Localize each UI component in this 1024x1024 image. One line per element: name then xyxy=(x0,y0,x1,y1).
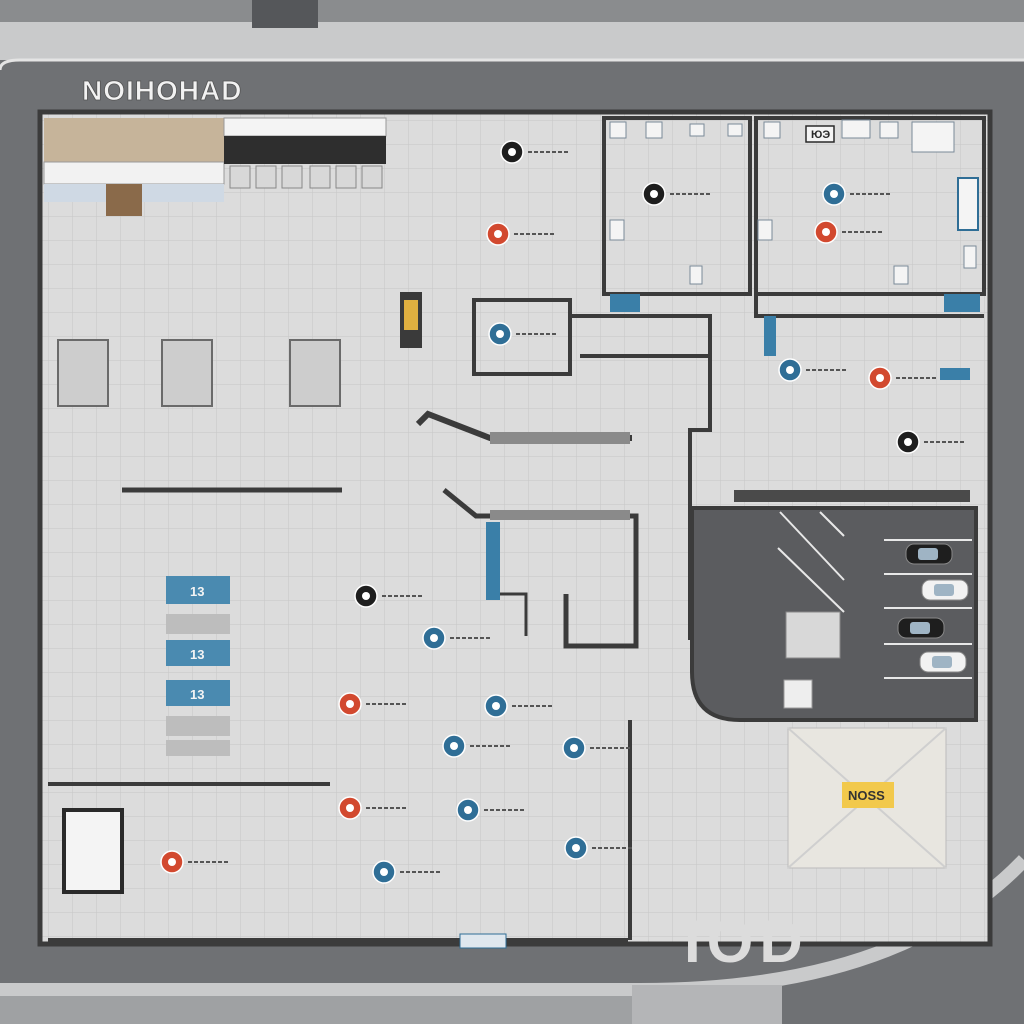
info-icon xyxy=(778,358,846,382)
car-icon xyxy=(905,543,953,565)
exit-icon xyxy=(896,430,964,454)
service-counter xyxy=(223,117,387,137)
front-door[interactable] xyxy=(459,933,507,949)
person-icon xyxy=(354,584,422,608)
fire-icon xyxy=(486,222,554,246)
parking-fence xyxy=(734,490,970,502)
bottom-sidewalk-slab xyxy=(632,985,782,1024)
fire-icon xyxy=(814,220,882,244)
parking-booth xyxy=(785,611,841,659)
car-icon xyxy=(919,651,967,673)
outer-sidewalk xyxy=(0,20,1024,60)
info-icon xyxy=(422,626,490,650)
person-icon xyxy=(500,140,568,164)
info-icon xyxy=(442,734,510,758)
info-icon xyxy=(372,860,440,884)
lobby-box xyxy=(62,808,124,894)
info-icon xyxy=(564,836,632,860)
desk-rows xyxy=(166,576,230,756)
service-counter-dark xyxy=(224,136,386,164)
lot-sign: NOSS xyxy=(848,788,885,803)
counter-cabinet xyxy=(106,184,142,216)
door-badge-box xyxy=(957,177,979,231)
ramp-upper-steps xyxy=(490,432,630,444)
vending-panel xyxy=(404,300,418,330)
room-badge: ЮЭ xyxy=(811,129,830,141)
room-fixtures xyxy=(609,119,977,285)
inner-corner-wall xyxy=(500,592,528,636)
fire-icon xyxy=(868,366,936,390)
parking-lines xyxy=(777,511,972,679)
info-icon xyxy=(456,798,524,822)
info-icon xyxy=(488,322,556,346)
lobby-wall xyxy=(48,720,632,942)
exit-icon xyxy=(642,182,710,206)
building-outline xyxy=(37,109,993,947)
fire-icon xyxy=(338,796,406,820)
partition-wall xyxy=(754,294,984,318)
bottom-sidewalk xyxy=(0,996,640,1024)
plan-title: NOIHOHAD xyxy=(82,75,242,106)
stool-row xyxy=(229,165,383,189)
waiting-chairs xyxy=(57,339,341,407)
counter-tan xyxy=(44,118,224,162)
info-icon xyxy=(562,736,630,760)
marker-layer xyxy=(160,140,964,884)
curb-line xyxy=(0,58,1024,71)
car-icon xyxy=(897,617,945,639)
grid-label-1: 13 xyxy=(190,584,204,599)
top-road-strip xyxy=(0,0,1024,22)
booth-base xyxy=(783,679,813,709)
ramp-lower xyxy=(442,488,639,649)
room-badge-box xyxy=(805,125,835,143)
fire-icon xyxy=(160,850,228,874)
car-icon xyxy=(921,579,969,601)
room-center xyxy=(472,298,572,376)
room-north-a xyxy=(602,116,752,296)
info-icon xyxy=(484,694,552,718)
car-group xyxy=(897,543,969,673)
fire-icon xyxy=(338,692,406,716)
entrance-marker: IOD xyxy=(684,908,809,975)
room-north-b xyxy=(754,116,986,296)
counter-white xyxy=(43,161,225,185)
info-icon xyxy=(822,182,890,206)
ramp-lower-steps xyxy=(490,510,630,520)
grid-label-3: 13 xyxy=(190,687,204,702)
blue-accent-panels xyxy=(486,294,980,600)
street-box xyxy=(252,0,318,28)
corridor-wall xyxy=(568,300,712,640)
lot-sign-box xyxy=(842,782,894,808)
grid-label-2: 13 xyxy=(190,647,204,662)
